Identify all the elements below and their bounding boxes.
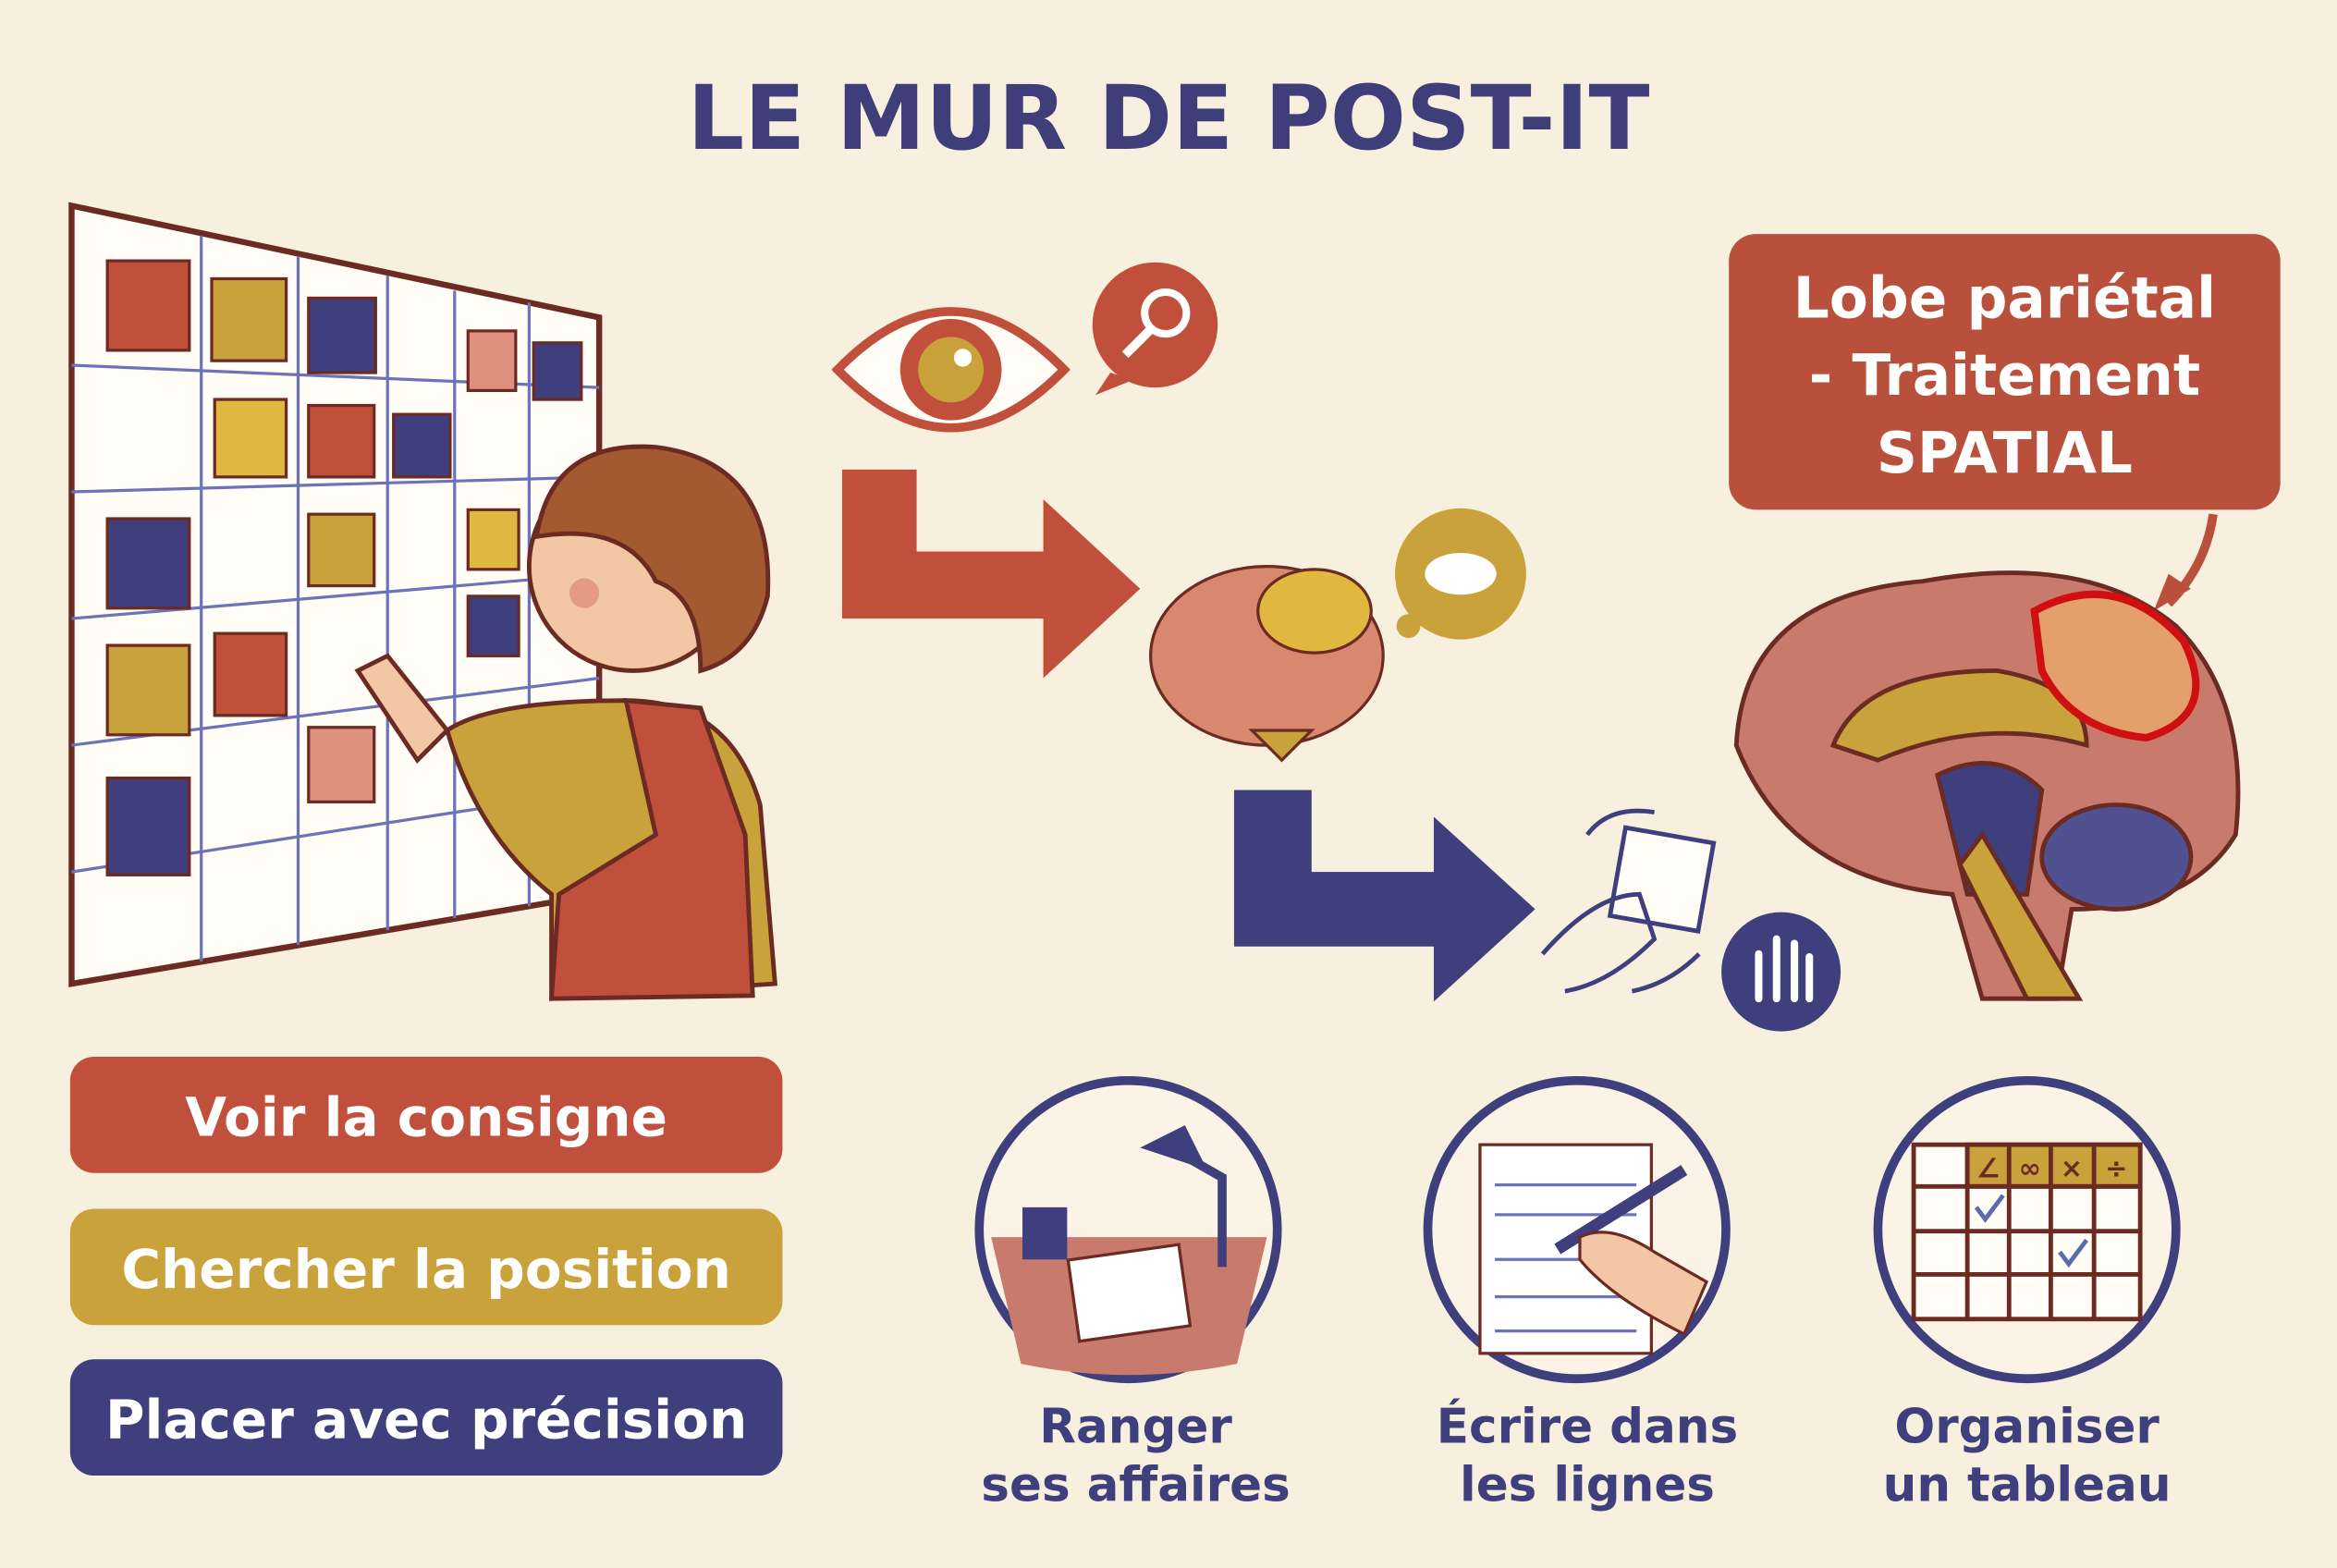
child-illustration — [354, 444, 778, 1001]
application-ranger-line2: ses affaires — [981, 1457, 1291, 1513]
step-placer-label: Placer avec précision — [105, 1389, 747, 1452]
brain-small-icon — [1149, 565, 1385, 763]
application-ecrire: Écrire dans les lignes — [1423, 1075, 1738, 1513]
arrow-red-icon — [841, 469, 1141, 679]
step-chercher-label: Chercher la position — [121, 1238, 731, 1301]
application-ranger: Ranger ses affaires — [974, 1075, 1291, 1513]
hand-touch-icon — [1721, 912, 1841, 1032]
table-symbol-2: ∞ — [2019, 1153, 2041, 1184]
table-symbol-1: ∠ — [1976, 1153, 2001, 1184]
magnifier-icon — [1092, 262, 1218, 396]
brain-sagittal-icon — [1733, 570, 2241, 1001]
application-ranger-line1: Ranger — [1039, 1400, 1232, 1455]
thought-bubble-icon — [1395, 508, 1526, 640]
application-ecrire-line1: Écrire dans — [1437, 1399, 1738, 1455]
step-voir-label: Voir la consigne — [185, 1085, 667, 1148]
arrow-blue-icon — [1233, 790, 1536, 1002]
step-chercher: Chercher la position — [69, 1208, 783, 1326]
application-ecrire-line2: les lignes — [1460, 1457, 1715, 1513]
table-symbol-4: ÷ — [2105, 1153, 2127, 1184]
hand-holding-note-icon — [1540, 808, 1717, 994]
callout-line-3: SPATIAL — [1877, 421, 2133, 486]
table-symbol-3: × — [2061, 1153, 2083, 1184]
callout-line-2: - Traitement — [1809, 343, 2200, 409]
callout-line-1: Lobe pariétal — [1793, 265, 2216, 331]
application-organiser-line1: Organiser — [1894, 1400, 2160, 1455]
step-placer: Placer avec précision — [69, 1359, 783, 1476]
application-organiser: ∠ ∞ × ÷ Organiser un tableau — [1873, 1075, 2181, 1513]
parietal-callout: Lobe pariétal - Traitement SPATIAL — [1729, 234, 2281, 611]
post-it-notes — [105, 259, 583, 876]
eye-icon — [831, 307, 1071, 433]
application-organiser-line2: un tableau — [1883, 1457, 2172, 1513]
step-voir: Voir la consigne — [69, 1057, 783, 1173]
page-title: LE MUR DE POST-IT — [688, 66, 1650, 170]
